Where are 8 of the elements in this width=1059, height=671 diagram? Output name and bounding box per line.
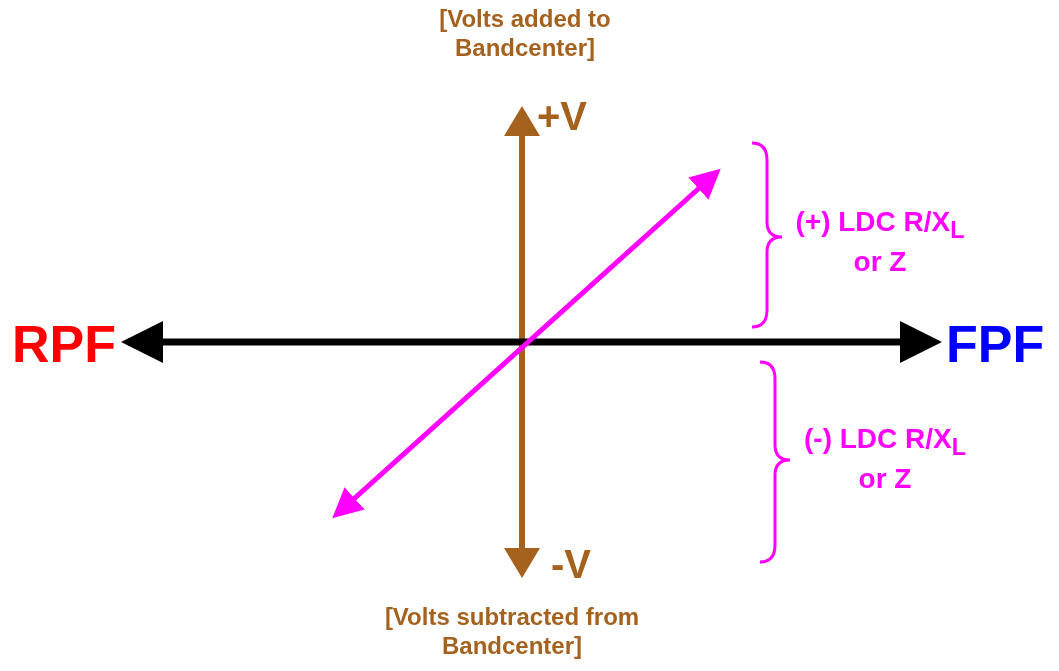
axis-caption: [Volts added to Bandcenter]: [439, 5, 611, 61]
bracket-label: (+) LDC R/X$_{L}$ or Z: [795, 206, 965, 277]
axis-label: FPF: [946, 315, 1045, 373]
axis-label: +V: [537, 94, 588, 138]
axis-caption: [Volts subtracted from Bandcenter]: [384, 603, 640, 659]
bracket-label: (-) LDC R/X$_{L}$ or Z: [804, 423, 966, 494]
axis-label: -V: [551, 542, 591, 586]
axis-label: RPF: [12, 315, 116, 373]
